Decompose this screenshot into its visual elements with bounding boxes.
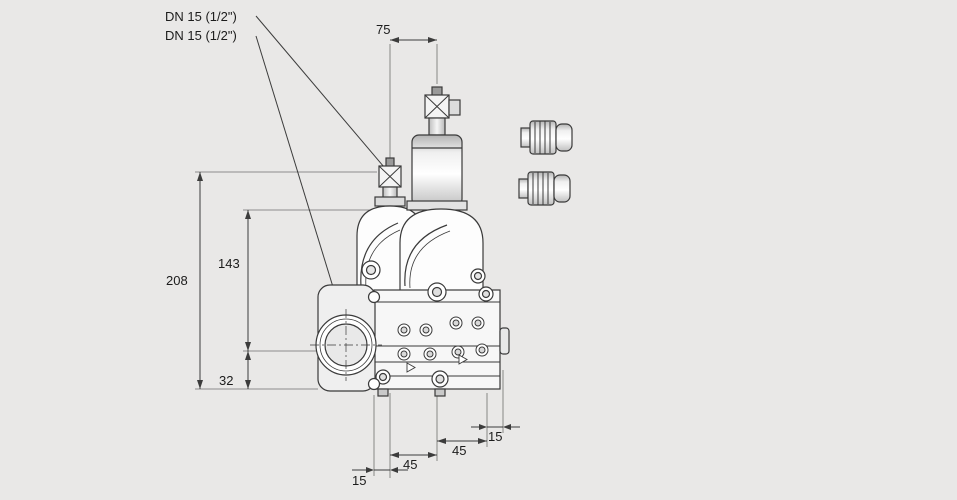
dim-32-label: 32	[219, 373, 234, 388]
screw-plug-top	[520, 120, 573, 155]
leader-lines	[255, 15, 385, 288]
screw-plug-bottom	[518, 171, 571, 206]
solenoid-actuator-right	[399, 86, 486, 293]
mounting-stud-right	[434, 388, 446, 397]
coil-housing-right	[411, 134, 463, 207]
pipe-flange	[310, 284, 382, 392]
extension-lines	[195, 44, 504, 478]
junction-bolts	[375, 282, 494, 388]
port-centerlines	[310, 309, 382, 381]
dimension-arrows	[197, 37, 511, 473]
cable-connector-left	[378, 165, 402, 188]
flow-direction-mark-left	[406, 362, 416, 373]
dn-label-1: DN 15 (1/2")	[165, 9, 237, 24]
side-boss	[499, 327, 510, 355]
mounting-stud-left	[377, 388, 389, 397]
dim-208-label: 208	[166, 273, 188, 288]
cable-connector-right	[424, 94, 450, 119]
dim-15-left-label: 15	[352, 473, 367, 488]
dim-45-right-label: 45	[452, 443, 467, 458]
dim-75-label: 75	[376, 22, 391, 37]
actuator-dome-right	[399, 208, 484, 293]
flow-direction-mark-right	[458, 354, 468, 365]
dim-45-left-label: 45	[403, 457, 418, 472]
valve-body-block	[373, 282, 510, 397]
dim-15-right-label: 15	[488, 429, 503, 444]
dim-143-label: 143	[218, 256, 240, 271]
dn-label-2: DN 15 (1/2")	[165, 28, 237, 43]
valve-assembly	[310, 86, 573, 397]
body-screws	[397, 316, 489, 361]
